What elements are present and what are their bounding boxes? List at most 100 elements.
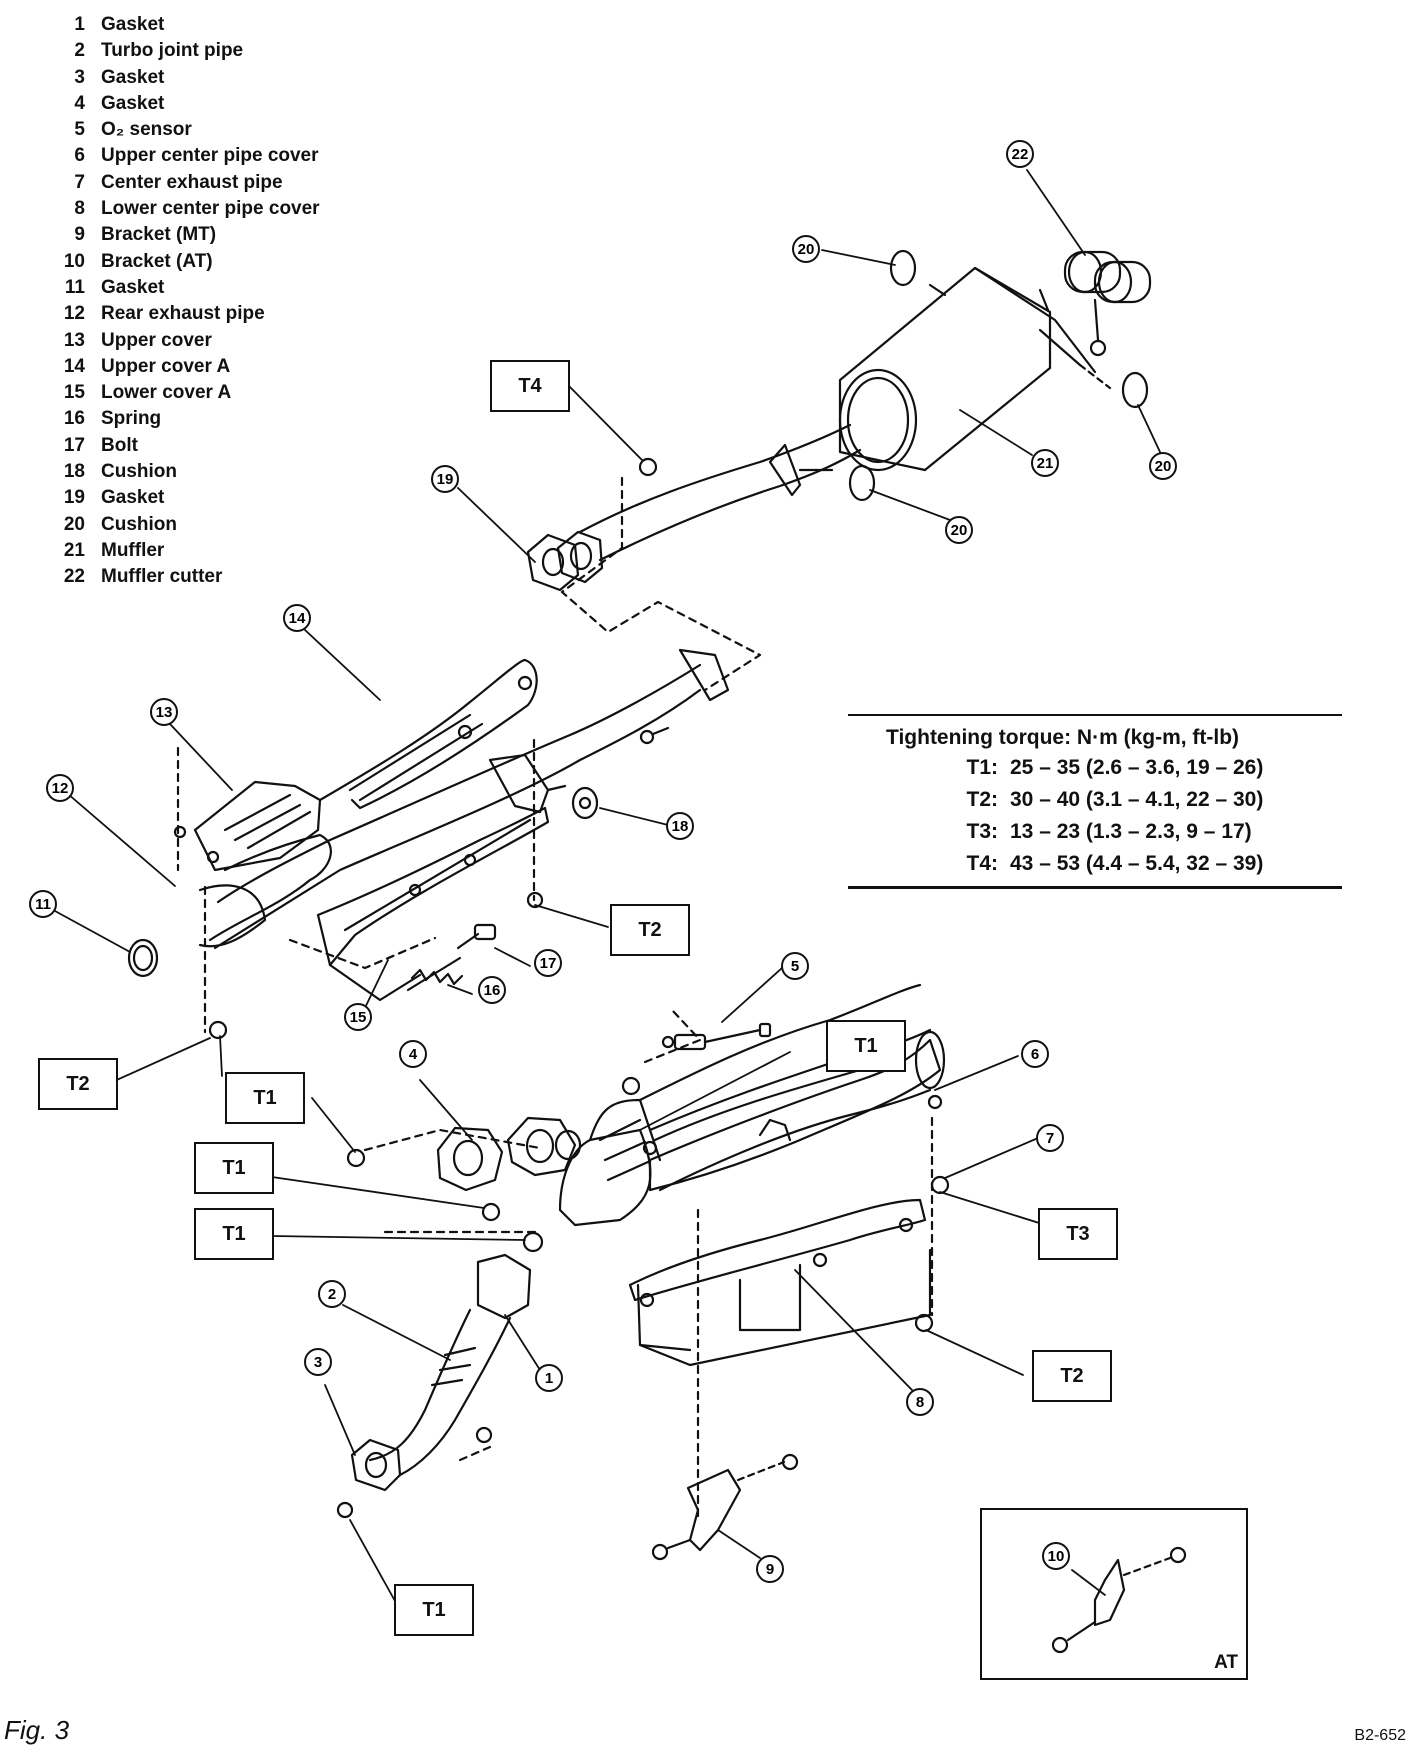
- legend-item: 12 Rear exhaust pipe: [55, 301, 320, 327]
- legend-part-name: Gasket: [101, 14, 165, 35]
- gasket-19: [526, 530, 604, 592]
- svg-text:2: 2: [328, 1286, 336, 1303]
- svg-text:1: 1: [545, 1370, 553, 1387]
- rear-pipe-to-muffler: [578, 423, 862, 562]
- legend-number: 20: [63, 513, 85, 535]
- svg-text:13: 13: [156, 704, 173, 721]
- legend-number: 14: [63, 355, 85, 377]
- callout-14: 14: [283, 604, 311, 632]
- turbo-bolts: [336, 1426, 493, 1519]
- callout-8: 8: [906, 1388, 934, 1416]
- legend-part-name: Bracket (MT): [101, 224, 217, 246]
- legend-part-name: Bracket (AT): [101, 250, 213, 272]
- joint-flange: [506, 1116, 582, 1177]
- legend-item: 9 Bracket (MT): [55, 222, 320, 248]
- legend-number: 10: [63, 250, 85, 272]
- callout-2: 2: [318, 1280, 346, 1308]
- legend-part-name: Center exhaust pipe: [101, 171, 283, 193]
- legend-number: 21: [63, 539, 85, 561]
- dashed-guides-upper: [176, 476, 934, 1522]
- legend-number: 16: [63, 408, 85, 430]
- cushion-18: [571, 786, 599, 820]
- legend-item: 19 Gasket: [55, 485, 320, 511]
- legend-part-name: Turbo joint pipe: [101, 40, 244, 62]
- callout-12: 12: [46, 774, 74, 802]
- svg-text:18: 18: [672, 818, 689, 835]
- svg-text:15: 15: [350, 1009, 367, 1026]
- bracket-at: [1051, 1546, 1187, 1654]
- svg-text:19: 19: [437, 471, 454, 488]
- svg-text:14: 14: [289, 610, 306, 627]
- legend-number: 9: [74, 224, 85, 246]
- svg-text:9: 9: [766, 1561, 774, 1578]
- muffler-cutter: [1063, 250, 1152, 357]
- callout-16: 16: [478, 976, 506, 1004]
- torque-row: T1:25 – 35 (2.6 – 3.6, 19 – 26): [966, 756, 1264, 779]
- legend-item: 21 Muffler: [55, 538, 320, 564]
- torque-label-t1: T1: [194, 1208, 274, 1260]
- cushions: [848, 249, 1149, 502]
- svg-text:7: 7: [1046, 1130, 1054, 1147]
- legend-part-name: Lower center pipe cover: [101, 198, 320, 220]
- legend-number: 19: [63, 487, 85, 509]
- legend-number: 22: [63, 566, 85, 588]
- svg-text:6: 6: [1031, 1046, 1039, 1063]
- svg-text:10: 10: [1048, 1548, 1065, 1565]
- legend-number: 5: [74, 119, 85, 141]
- torque-title: Tightening torque: N·m (kg-m, ft-lb): [886, 726, 1240, 749]
- svg-text:17: 17: [540, 955, 557, 972]
- torque-label-t2: T2: [610, 904, 690, 956]
- bolts-misc: [208, 726, 670, 1040]
- figure-caption: Fig. 3: [4, 1715, 70, 1745]
- legend-part-name: Gasket: [101, 487, 165, 509]
- callout-6: 6: [1021, 1040, 1049, 1068]
- t4-nut: [638, 457, 658, 477]
- svg-text:20: 20: [798, 241, 815, 258]
- svg-text:11: 11: [35, 896, 51, 913]
- at-bracket-inset: AT: [980, 1508, 1248, 1680]
- rear-exhaust-pipe: [198, 648, 730, 950]
- legend-part-name: Gasket: [101, 92, 165, 114]
- callout-22: 22: [1006, 140, 1034, 168]
- legend-number: 8: [74, 198, 85, 220]
- legend-part-name: Gasket: [101, 276, 165, 298]
- legend-part-name: Cushion: [101, 461, 177, 483]
- svg-text:20: 20: [951, 522, 968, 539]
- o2-sensor: [661, 1022, 772, 1051]
- upper-cover-13: [173, 780, 322, 872]
- callout-20: 20: [945, 516, 973, 544]
- legend-number: 7: [74, 171, 85, 193]
- svg-text:4: 4: [409, 1046, 418, 1063]
- callout-10: 10: [1042, 1542, 1070, 1570]
- legend-number: 17: [63, 434, 85, 456]
- lower-center-pipe-cover: [628, 1198, 932, 1367]
- legend-part-name: Upper cover A: [101, 355, 231, 377]
- callout-19: 19: [431, 465, 459, 493]
- callout-18: 18: [666, 812, 694, 840]
- legend-number: 18: [63, 461, 85, 483]
- legend-item: 14 Upper cover A: [55, 354, 320, 380]
- legend-number: 12: [63, 303, 85, 325]
- legend-part-name: Rear exhaust pipe: [101, 303, 265, 325]
- inset-label: AT: [1214, 1652, 1238, 1673]
- torque-label-t3: T3: [1038, 1208, 1118, 1260]
- gasket-4: [436, 1126, 504, 1192]
- torque-row: T4:43 – 53 (4.4 – 5.4, 32 – 39): [966, 852, 1264, 875]
- torque-label-t1: T1: [826, 1020, 906, 1072]
- legend-part-name: Muffler: [101, 539, 165, 561]
- callout-7: 7: [1036, 1124, 1064, 1152]
- callout-17: 17: [534, 949, 562, 977]
- torque-label-t2: T2: [1032, 1350, 1112, 1402]
- callouts: 22 20 20 20 21 19 14 13 12 11 18 17 16 1…: [29, 140, 1177, 1583]
- callout-5: 5: [781, 952, 809, 980]
- callout-13: 13: [150, 698, 178, 726]
